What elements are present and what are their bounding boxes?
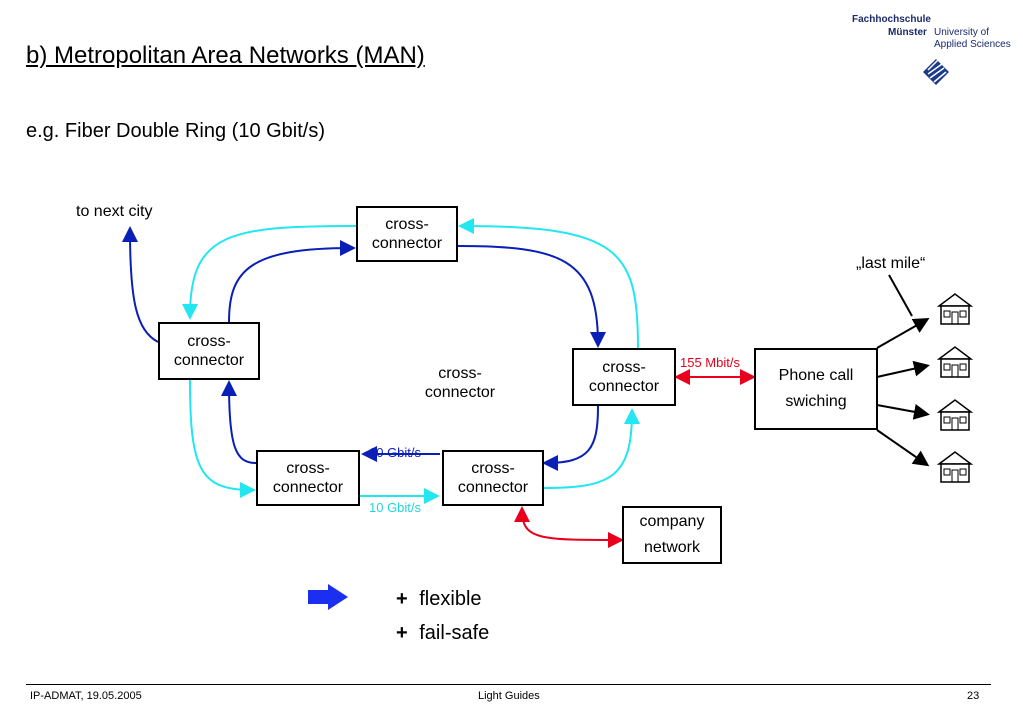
node-left-cross-connector: cross-connector: [158, 322, 260, 380]
cyan-ring-right-to-top: [458, 218, 639, 349]
to-next-city-label: to next city: [76, 203, 153, 220]
bullet-sign: +: [396, 622, 408, 644]
footer-left: IP-ADMAT, 19.05.2005: [30, 690, 142, 702]
node-bottom-right-cross-connector: cross-connector: [442, 450, 544, 506]
last-mile-pointer: [888, 274, 913, 317]
node-right-cross-connector: cross-connector: [572, 348, 676, 406]
bullet-text: flexible: [419, 588, 482, 610]
right-arrow-icon: [308, 584, 348, 610]
rate-blue-label: 10 Gbit/s: [369, 445, 422, 460]
house-line-4: [876, 429, 930, 467]
house-icon: [936, 451, 974, 483]
bullet-item: + flexible: [396, 588, 482, 611]
logo-line-4: Applied Sciences: [934, 39, 1011, 50]
node-top-cross-connector: cross-connector: [356, 206, 458, 262]
cyan-ring-left-to-bottomleft: [189, 379, 256, 498]
slide-subtitle: e.g. Fiber Double Ring (10 Gbit/s): [26, 120, 326, 142]
house-line-2: [876, 360, 930, 378]
company-network-box: company network: [622, 506, 722, 564]
node-bottom-left-cross-connector: cross-connector: [256, 450, 360, 506]
cyan-ring-bottom-to-right: [543, 408, 640, 489]
logo-line-2: Münster: [888, 27, 927, 38]
rate-red-label: 155 Mbit/s: [680, 355, 740, 370]
bullet-sign: +: [396, 588, 408, 610]
blue-line-to-next-city: [122, 226, 159, 343]
footer-page-number: 23: [967, 690, 980, 702]
phone-call-switching-box: Phone call swiching: [754, 348, 878, 430]
blue-ring-right-to-bottom: [542, 405, 599, 471]
slide-title: b) Metropolitan Area Networks (MAN): [26, 42, 425, 69]
cyan-ring-top-to-left: [182, 225, 357, 320]
bullet-item: + fail-safe: [396, 622, 489, 645]
red-link-company: [514, 506, 624, 548]
footer-center: Light Guides: [478, 690, 540, 702]
house-line-3: [876, 403, 930, 420]
blue-ring-left-to-top: [228, 240, 356, 323]
node-center-cross-connector: cross-connector: [424, 365, 496, 401]
blue-ring-bottomleft-to-left: [221, 380, 257, 464]
house-line-1: [876, 318, 930, 349]
house-icon: [936, 346, 974, 378]
footer-divider: [26, 684, 991, 685]
bullet-text: fail-safe: [419, 622, 490, 644]
logo-line-1: Fachhochschule: [852, 14, 931, 25]
university-logo-icon: [923, 59, 949, 85]
last-mile-label: „last mile“: [856, 255, 926, 272]
blue-ring-top-to-right: [457, 245, 606, 348]
logo-line-3: University of: [934, 27, 990, 38]
house-icon: [936, 399, 974, 431]
rate-cyan-label: 10 Gbit/s: [369, 500, 422, 515]
house-icon: [936, 293, 974, 325]
